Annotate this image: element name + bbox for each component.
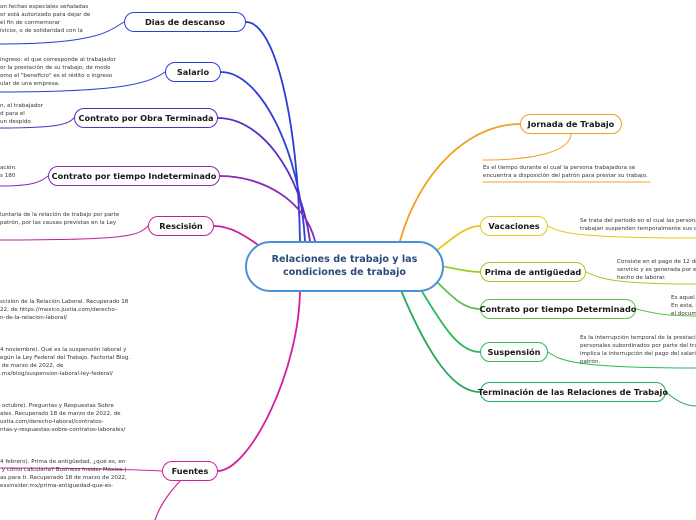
note-contrato-determinado: Es aquel En esta, l el docum [671,295,696,317]
topic-vacaciones[interactable]: Vacaciones [480,216,548,236]
topic-dias-de-descanso[interactable]: Dias de descanso [124,12,246,32]
leader-jornada [482,133,572,161]
connector-suspension [419,287,481,353]
note-vacaciones: Se trata del periodo en el cual las pers… [580,218,696,232]
topic-contrato-determinado[interactable]: Contrato por tiempo Determinado [480,299,636,319]
topic-salario[interactable]: Salario [165,62,221,82]
topic-jornada-de-trabajo[interactable]: Jornada de Trabajo [520,114,622,134]
leader-suspension [547,351,696,369]
topic-rescision[interactable]: Rescisión [148,216,214,236]
connector-fuentes [217,287,301,472]
leader-prima [585,271,696,285]
connector-contrato-indeterminado [219,175,316,242]
note-salario: ingreso: el que corresponde al trabajado… [0,57,116,87]
leader-salario [0,71,166,93]
central-topic[interactable]: Relaciones de trabajo y las condiciones … [245,241,444,292]
note-contrato-indeterminado: ación. s 180 [0,165,17,179]
topic-contrato-indeterminado[interactable]: Contrato por tiempo Indeterminado [48,166,220,186]
note-prima-de-antiguedad: Consiste en el pago de 12 dí servicio y … [617,259,696,281]
connector-salario [220,71,306,242]
note-fuentes: scisión de la Relación Laboral. Recupera… [0,299,131,489]
topic-fuentes[interactable]: Fuentes [162,461,218,481]
leader-indeterminado [0,175,49,187]
connector-jornada [399,123,521,242]
note-rescision: luntaria de la relación de trabajo por p… [0,212,120,226]
note-contrato-obra-terminada: n, el trabajador d para el un despido [0,103,44,125]
connector-contrato-determinado [434,279,481,310]
topic-terminacion-relaciones[interactable]: Terminación de las Relaciones de Trabajo [478,382,668,402]
leader-terminacion [665,391,696,407]
note-jornada-de-trabajo: Es el tiempo durante el cual la persona … [483,165,648,179]
connector-dias-de-descanso [245,21,301,242]
leader-rescision [0,225,149,241]
topic-contrato-obra-terminada[interactable]: Contrato por Obra Terminada [74,108,218,128]
connector-terminacion [399,287,481,393]
leader-fuentes [0,467,163,472]
topic-prima-de-antiguedad[interactable]: Prima de antigüedad [480,262,586,282]
leader-vacaciones [547,225,696,239]
note-dias-de-descanso: on fechas especiales señaladas or está a… [0,4,91,34]
connector-prima [439,265,481,273]
note-suspension: Es la interrupción temporal de la presta… [580,335,696,365]
leader-obra [0,117,75,129]
leader-dias [0,21,125,45]
leader-contrato-determinado [635,308,696,317]
topic-suspension[interactable]: Suspensión [480,342,548,362]
